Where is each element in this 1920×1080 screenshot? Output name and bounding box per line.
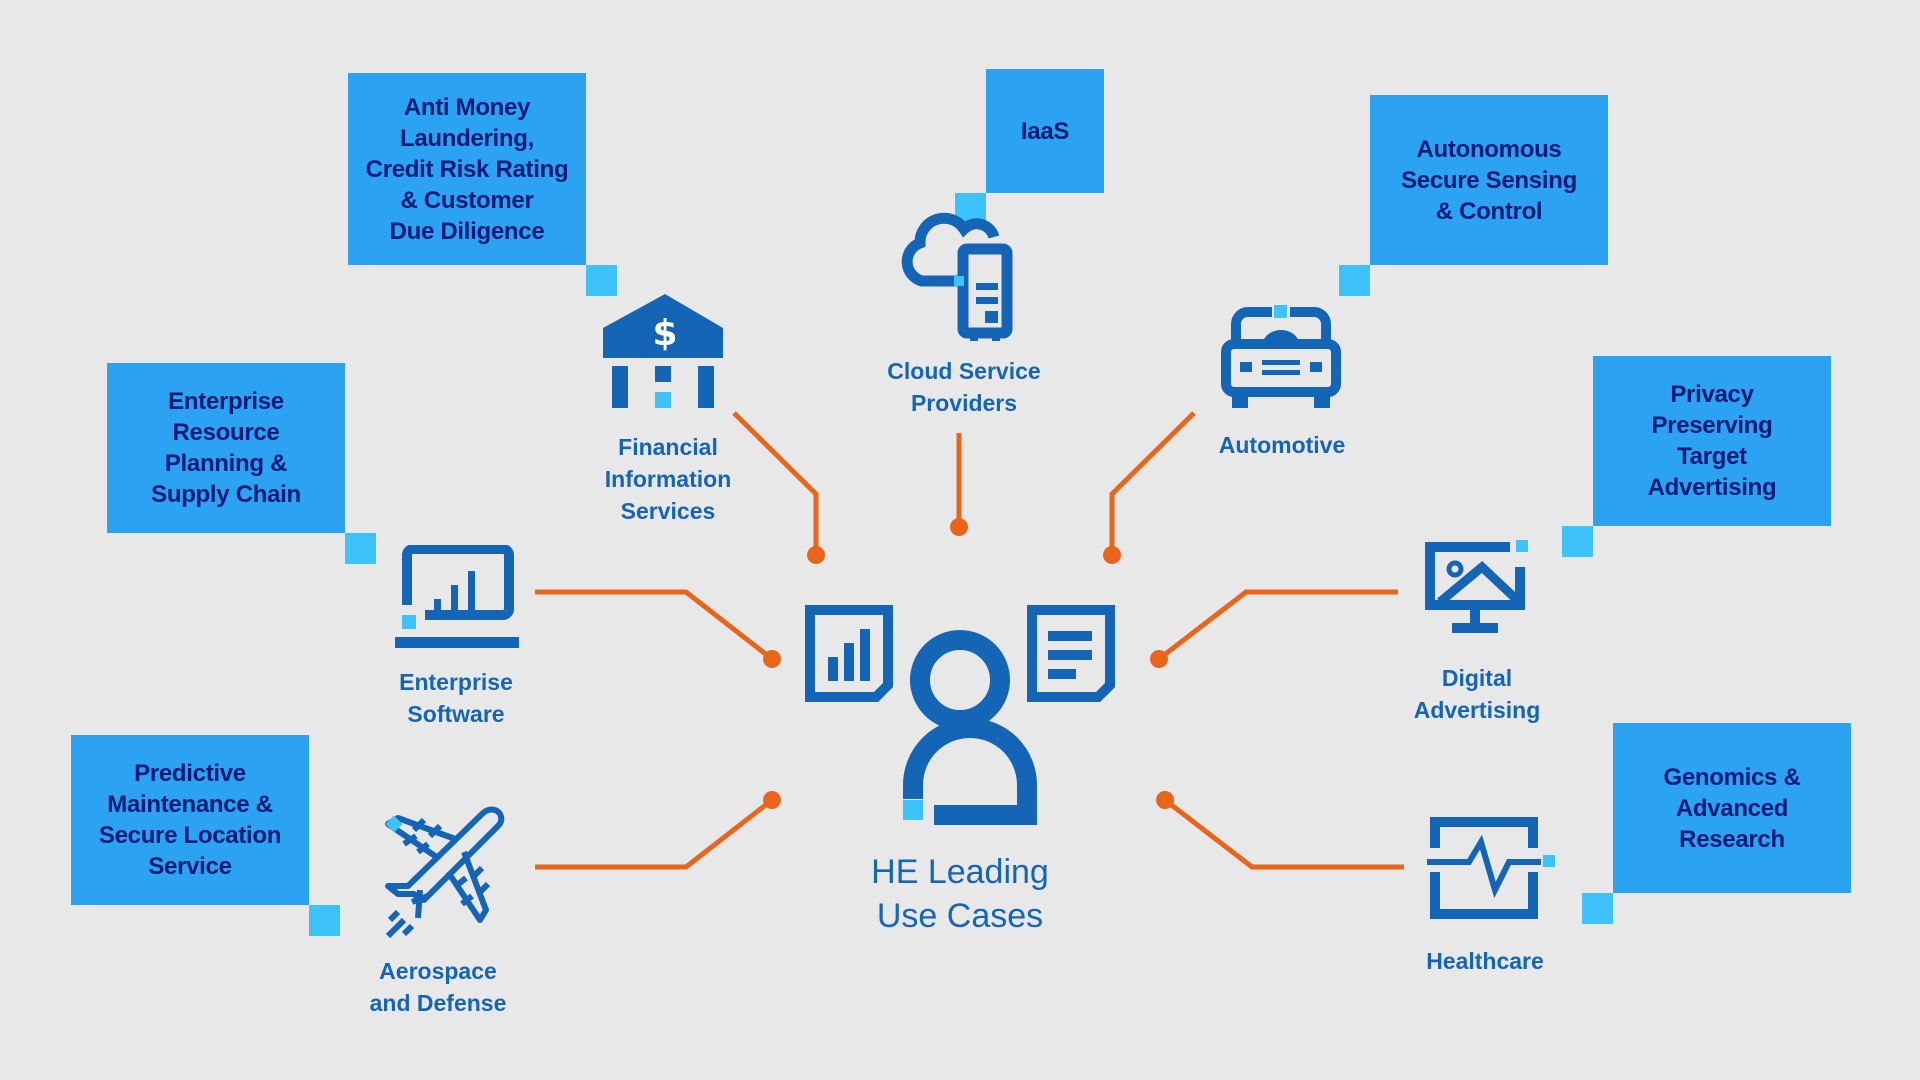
user-with-documents-icon [805, 605, 1115, 825]
label-financial: Financial Information Services [604, 434, 732, 524]
cloud-server-icon [901, 212, 1013, 341]
detail-box-aerospace: Predictive Maintenance & Secure Location… [71, 735, 309, 905]
accent-square [345, 533, 376, 564]
accent-square [309, 905, 340, 936]
laptop-chart-icon [395, 545, 519, 648]
connector-advertising [1157, 589, 1398, 661]
connector-enterprise [535, 589, 774, 661]
connector-healthcare [1163, 798, 1404, 870]
heartbeat-monitor-icon [1427, 817, 1555, 919]
connector-dot-aerospace [763, 791, 781, 809]
connector-aerospace [535, 798, 774, 870]
detail-box-advertising: Privacy Preserving Target Advertising [1593, 356, 1831, 526]
label-healthcare: Healthcare [1426, 948, 1544, 974]
connector-dot-automotive [1103, 546, 1121, 564]
connector-dot-advertising [1150, 650, 1168, 668]
label-aerospace: Aerospace and Defense [369, 958, 507, 1016]
label-enterprise: Enterprise Software [399, 669, 513, 727]
connector-automotive [1109, 411, 1196, 555]
accent-square [1339, 265, 1370, 296]
connector-dot-enterprise [763, 650, 781, 668]
label-cloud: Cloud Service Providers [887, 358, 1041, 416]
detail-box-cloud: IaaS [986, 69, 1104, 193]
accent-square [586, 265, 617, 296]
detail-box-financial: Anti Money Laundering, Credit Risk Ratin… [348, 73, 586, 265]
airplane-icon [385, 806, 505, 939]
accent-square [1582, 893, 1613, 924]
center-title: HE Leading Use Cases [871, 853, 1049, 935]
accent-square [1562, 526, 1593, 557]
label-advertising: Digital Advertising [1413, 665, 1541, 723]
svg-text:$: $ [652, 313, 677, 354]
car-icon [1221, 305, 1341, 408]
detail-box-healthcare: Genomics & Advanced Research [1613, 723, 1851, 893]
connector-dot-cloud [950, 518, 968, 536]
connector-dot-healthcare [1156, 791, 1174, 809]
detail-box-automotive: Autonomous Secure Sensing & Control [1370, 95, 1608, 265]
connector-dot-financial [807, 546, 825, 564]
label-automotive: Automotive [1218, 432, 1346, 458]
connector-financial [732, 411, 819, 555]
monitor-image-icon [1425, 540, 1528, 633]
detail-box-enterprise: Enterprise Resource Planning & Supply Ch… [107, 363, 345, 533]
bank-icon: $ [603, 294, 723, 408]
